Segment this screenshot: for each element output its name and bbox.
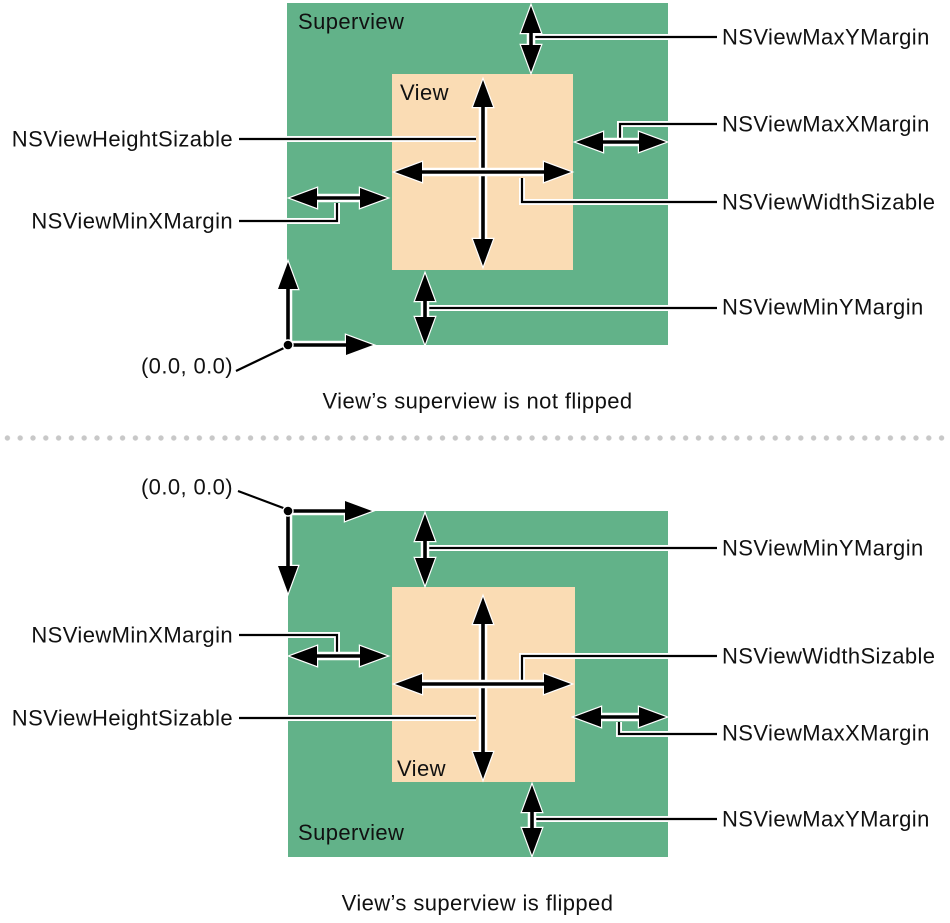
view-label-top: View	[400, 80, 449, 105]
caption-bottom: View’s superview is flipped	[341, 890, 614, 916]
label-max-x-margin-bottom: NSViewMaxXMargin	[722, 720, 930, 746]
superview-label-top: Superview	[298, 9, 405, 34]
label-max-y-margin-top: NSViewMaxYMargin	[722, 24, 930, 50]
label-min-y-margin-bottom: NSViewMinYMargin	[722, 535, 924, 561]
top-origin-line	[234, 344, 288, 374]
view-label-bottom: View	[397, 756, 446, 781]
superview-label-bottom: Superview	[298, 820, 405, 845]
origin-label-bottom: (0.0, 0.0)	[140, 474, 233, 500]
label-width-sizable-bottom: NSViewWidthSizable	[722, 643, 936, 669]
label-height-sizable-top: NSViewHeightSizable	[11, 126, 233, 152]
label-max-y-margin-bottom: NSViewMaxYMargin	[722, 806, 930, 832]
view-rect-bottom	[392, 587, 575, 782]
bottom-origin-line	[236, 488, 288, 512]
label-width-sizable-top: NSViewWidthSizable	[722, 189, 936, 215]
label-max-x-margin-top: NSViewMaxXMargin	[722, 111, 930, 137]
origin-label-top: (0.0, 0.0)	[140, 353, 233, 379]
caption-top: View’s superview is not flipped	[322, 388, 633, 414]
label-min-x-margin-top: NSViewMinXMargin	[31, 208, 233, 234]
label-min-y-margin-top: NSViewMinYMargin	[722, 294, 924, 320]
label-height-sizable-bottom: NSViewHeightSizable	[11, 705, 233, 731]
section-divider-dots	[1, 433, 949, 443]
label-min-x-margin-bottom: NSViewMinXMargin	[31, 622, 233, 648]
